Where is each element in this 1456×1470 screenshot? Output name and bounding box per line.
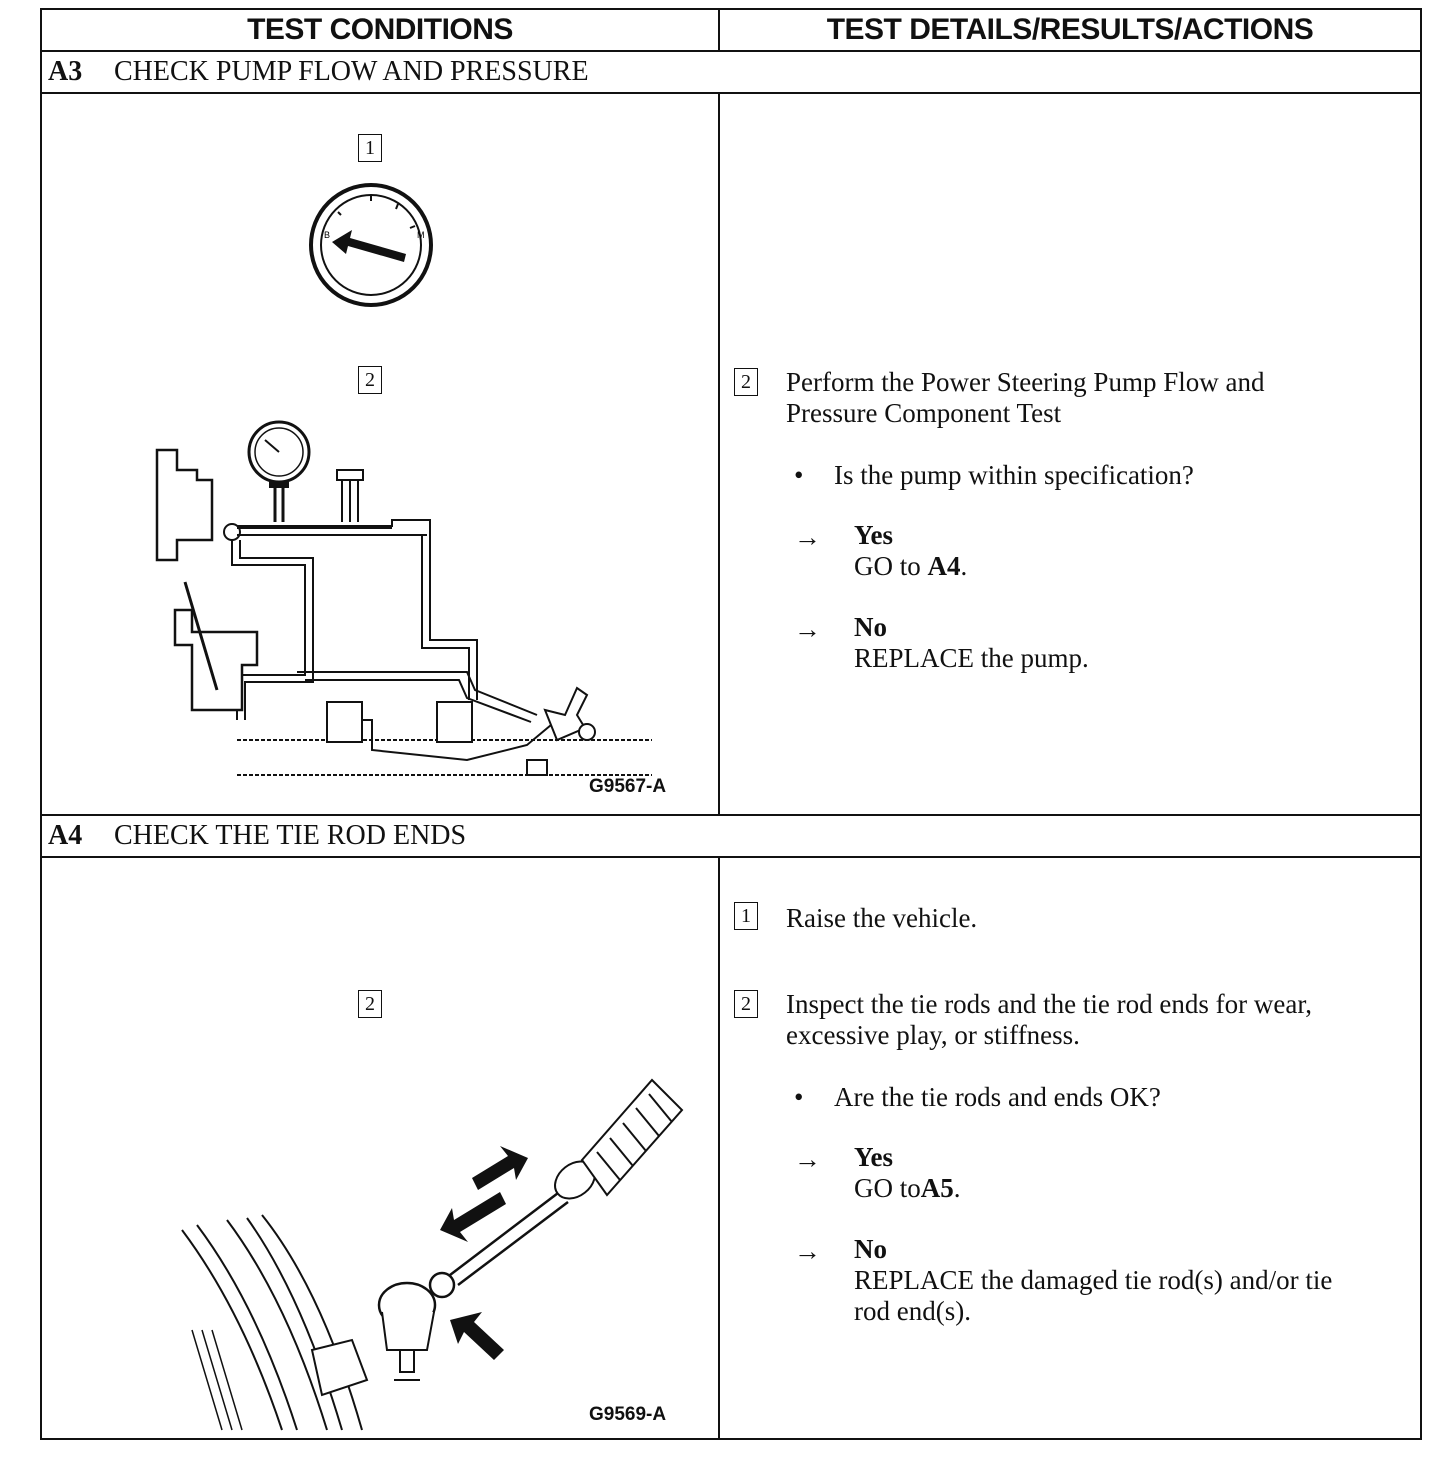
a3-yes-label: Yes bbox=[854, 520, 893, 550]
a4-yes-arrow-icon: → bbox=[794, 1144, 821, 1174]
a3-yes-line: GO to A4. bbox=[854, 551, 967, 582]
svg-text:B: B bbox=[324, 230, 330, 240]
a4-section-title: A4 CHECK THE TIE ROD ENDS bbox=[42, 816, 1420, 856]
header-test-details: TEST DETAILS/RESULTS/ACTIONS bbox=[826, 13, 1314, 46]
a4-no-action-line-2: rod end(s). bbox=[854, 1296, 971, 1326]
pump-pressure-test-diagram bbox=[155, 420, 652, 776]
a4-figure-id: G9569-A bbox=[589, 1404, 667, 1425]
a3-figure-step-1: 1 bbox=[358, 134, 382, 162]
a4-yes-target-link[interactable]: A5 bbox=[920, 1173, 954, 1203]
a4-yes-line: GO toA5. bbox=[854, 1173, 961, 1204]
a4-step-2-text-line-1: Inspect the tie rods and the tie rod end… bbox=[786, 989, 1312, 1019]
header-rule bbox=[42, 50, 1420, 52]
pressure-gauge-icon: B M bbox=[309, 183, 433, 307]
a3-yes-target-link[interactable]: A4 bbox=[927, 551, 961, 581]
a3-figure-step-2: 2 bbox=[358, 366, 382, 394]
a4-title-rule bbox=[42, 856, 1420, 858]
a3-figure-id: G9567-A bbox=[589, 776, 667, 797]
a4-title: CHECK THE TIE ROD ENDS bbox=[114, 820, 467, 851]
a3-question: Is the pump within specification? bbox=[834, 460, 1194, 490]
a3-no-arrow-icon: → bbox=[794, 614, 821, 644]
a3-yes-end: . bbox=[960, 551, 968, 581]
a4-yes-end: . bbox=[953, 1173, 961, 1203]
a3-no-action: REPLACE the pump. bbox=[854, 643, 1089, 673]
a4-step-2-text-line-2: excessive play, or stiffness. bbox=[786, 1020, 1080, 1050]
a4-figure-step-2: 2 bbox=[358, 990, 382, 1018]
a4-id: A4 bbox=[48, 820, 83, 851]
a4-yes-label: Yes bbox=[854, 1142, 893, 1172]
a3-id: A3 bbox=[48, 56, 83, 87]
a3-title-rule bbox=[42, 92, 1420, 94]
a3-step-text-line-1: Perform the Power Steering Pump Flow and bbox=[786, 367, 1265, 397]
header-test-conditions: TEST CONDITIONS bbox=[247, 13, 513, 46]
a4-no-action-line-1: REPLACE the damaged tie rod(s) and/or ti… bbox=[854, 1265, 1333, 1295]
a4-step-1-number: 1 bbox=[734, 902, 758, 930]
a4-step-2-number: 2 bbox=[734, 990, 758, 1018]
a4-question: Are the tie rods and ends OK? bbox=[834, 1082, 1161, 1112]
a4-bullet: • bbox=[794, 1082, 804, 1112]
a3-section-title: A3 CHECK PUMP FLOW AND PRESSURE bbox=[42, 52, 1420, 92]
a3-step-text-line-2: Pressure Component Test bbox=[786, 398, 1062, 428]
a4-yes-action: GO to bbox=[854, 1173, 921, 1203]
a4-top-rule bbox=[42, 814, 1420, 816]
a3-bullet: • bbox=[794, 460, 804, 490]
tie-rod-end-diagram bbox=[181, 1078, 684, 1431]
a4-no-arrow-icon: → bbox=[794, 1236, 821, 1266]
a3-no-label: No bbox=[854, 612, 887, 642]
a3-yes-action: GO to bbox=[854, 551, 921, 581]
a3-title: CHECK PUMP FLOW AND PRESSURE bbox=[114, 56, 589, 87]
a3-yes-arrow-icon: → bbox=[794, 522, 821, 552]
header-divider bbox=[718, 10, 720, 50]
a4-step-1-text: Raise the vehicle. bbox=[786, 903, 978, 933]
a4-no-label: No bbox=[854, 1234, 887, 1264]
a3-step-number: 2 bbox=[734, 368, 758, 396]
svg-text:M: M bbox=[417, 230, 425, 240]
diagnostic-table: TEST CONDITIONS TEST DETAILS/RESULTS/ACT… bbox=[40, 8, 1422, 1440]
a4-column-divider bbox=[718, 856, 720, 1438]
a3-column-divider bbox=[718, 92, 720, 814]
